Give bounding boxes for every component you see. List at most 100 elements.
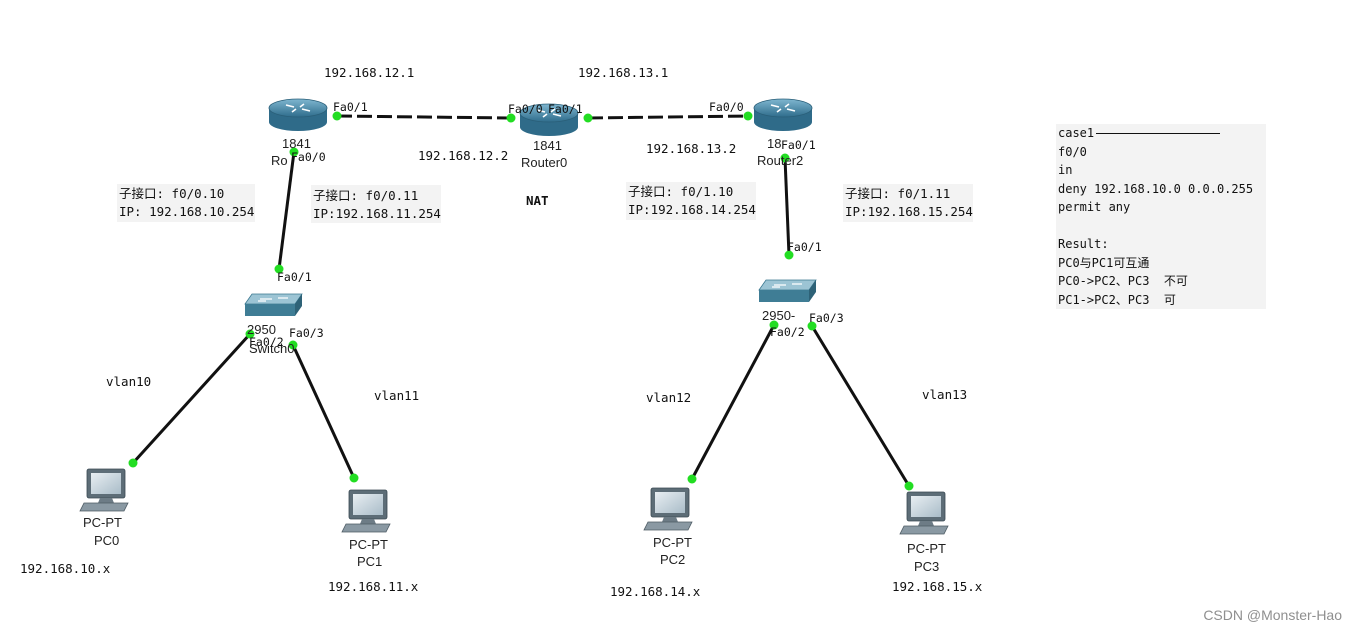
switch1-device[interactable]: 2950- (758, 279, 817, 323)
pc1-type: PC-PT (349, 537, 388, 552)
blank-line (1058, 217, 1264, 236)
pc2-type: PC-PT (653, 535, 692, 550)
link-dot (332, 111, 342, 121)
router-icon (268, 98, 328, 132)
subnet-label: 192.168.12.2 (418, 148, 508, 163)
pc-icon (643, 487, 693, 531)
link-r1-sw0 (277, 151, 296, 270)
cables (131, 114, 911, 487)
link-sw1-pc3 (810, 325, 911, 487)
link-dot (506, 113, 516, 123)
router0-name: Router0 (521, 155, 567, 170)
acl-result-line: PC0->PC2、PC3 不可 (1058, 274, 1188, 288)
link-dot (687, 474, 697, 484)
switch-icon (758, 279, 817, 303)
pc-icon (79, 468, 129, 512)
switch0-name: Switch0 (249, 341, 295, 356)
subinterface-ip: IP:192.168.15.254 (845, 204, 973, 219)
subinterface-box: 子接口: f0/0.11 IP:192.168.11.254 (311, 185, 441, 223)
port-label: Fa0/3 (809, 311, 844, 325)
port-label: Fa0/0 (709, 100, 744, 114)
link-r2-sw1 (783, 157, 791, 256)
link-dot (807, 321, 817, 331)
link-dot (784, 250, 794, 260)
vlan-label: vlan10 (106, 374, 151, 389)
subinterface-ip: IP:192.168.14.254 (628, 202, 756, 217)
subnet-label: 192.168.13.2 (646, 141, 736, 156)
link-dot (904, 481, 914, 491)
host-ip-label: 192.168.10.x (20, 561, 111, 576)
link-sw1-pc2 (690, 324, 776, 480)
switch0-device[interactable]: 2950 Switch0 (244, 293, 303, 356)
port-label: Fa0/1 (333, 100, 368, 114)
link-r1-r0 (336, 114, 512, 120)
pc-icon (341, 489, 391, 533)
router2-model: 18 (767, 136, 781, 151)
router2-device[interactable]: 18 Router2 (753, 98, 813, 168)
acl-case-title: case1 (1058, 126, 1095, 140)
vlan-label: vlan12 (646, 390, 691, 405)
subinterface-title: 子接口: f0/0.10 (119, 186, 224, 201)
subinterface-box: 子接口: f0/0.10 IP: 192.168.10.254 (117, 184, 255, 222)
router-icon (753, 98, 813, 132)
router2-name: Router2 (757, 153, 803, 168)
port-label: Fa0/0 (508, 102, 543, 116)
link-dot (289, 147, 299, 157)
host-ip-label: 192.168.11.x (328, 579, 419, 594)
switch-icon (244, 293, 303, 317)
acl-line: permit any (1058, 200, 1131, 214)
link-dot (288, 340, 298, 350)
link-dot (583, 113, 593, 123)
router1-device[interactable]: 1841 Ro (268, 98, 328, 168)
pc3-name: PC3 (914, 559, 939, 574)
acl-line: f0/0 (1058, 144, 1087, 159)
acl-line: deny 192.168.10.0 0.0.0.255 (1058, 181, 1254, 196)
link-dot (743, 111, 753, 121)
host-ip-label: 192.168.14.x (610, 584, 701, 599)
router1-model: 1841 (282, 136, 311, 151)
pc1-name: PC1 (357, 554, 382, 569)
router0-device[interactable]: 1841 Router0 (519, 103, 579, 170)
host-ip-label: 192.168.15.x (892, 579, 983, 594)
link-dot (349, 473, 359, 483)
pc2-name: PC2 (660, 552, 685, 567)
acl-case-header: case1 (1058, 124, 1264, 143)
router0-model: 1841 (533, 138, 562, 153)
port-label: Fa0/0 (291, 150, 326, 164)
link-dot (769, 320, 779, 330)
acl-note: case1 f0/0 in deny 192.168.10.0 0.0.0.25… (1056, 124, 1266, 309)
link-sw0-pc1 (291, 344, 356, 479)
vlan-label: vlan11 (374, 388, 419, 403)
switch0-model: 2950 (247, 322, 276, 337)
subinterface-box: 子接口: f0/1.11 IP:192.168.15.254 (843, 184, 973, 222)
subinterface-ip: IP: 192.168.10.254 (119, 204, 254, 219)
port-label: Fa0/1 (277, 270, 312, 284)
subinterface-box: 子接口: f0/1.10 IP:192.168.14.254 (626, 182, 756, 220)
divider (1096, 132, 1221, 134)
acl-result-line: PC0与PC1可互通 (1058, 255, 1150, 270)
acl-result-title: Result: (1058, 237, 1109, 251)
subinterface-title: 子接口: f0/0.11 (313, 188, 418, 203)
subnet-labels: 192.168.12.1 192.168.13.1 192.168.12.2 1… (324, 65, 736, 208)
subinterface-ip: IP:192.168.11.254 (313, 206, 441, 221)
link-dot (245, 329, 255, 339)
pc0-name: PC0 (94, 533, 119, 548)
subnet-label: 192.168.12.1 (324, 65, 414, 80)
pc2-device[interactable]: PC-PT PC2 (643, 487, 693, 567)
pc0-type: PC-PT (83, 515, 122, 530)
host-ip-labels: 192.168.10.x 192.168.11.x 192.168.14.x 1… (20, 561, 983, 599)
nat-label: NAT (526, 193, 549, 208)
subinterface-title: 子接口: f0/1.10 (628, 184, 733, 199)
link-status-indicators (128, 111, 914, 491)
subnet-label: 192.168.13.1 (578, 65, 668, 80)
pc-icon (899, 491, 949, 535)
pc1-device[interactable]: PC-PT PC1 (341, 489, 391, 569)
vlan-labels: vlan10 vlan11 vlan12 vlan13 (106, 374, 967, 405)
router1-name: Ro (271, 153, 288, 168)
pc3-device[interactable]: PC-PT PC3 (899, 491, 949, 574)
pc0-device[interactable]: PC-PT PC0 (79, 468, 129, 548)
acl-result-line: PC1->PC2、PC3 可 (1058, 292, 1176, 307)
subinterface-title: 子接口: f0/1.11 (845, 186, 950, 201)
link-dot (780, 153, 790, 163)
